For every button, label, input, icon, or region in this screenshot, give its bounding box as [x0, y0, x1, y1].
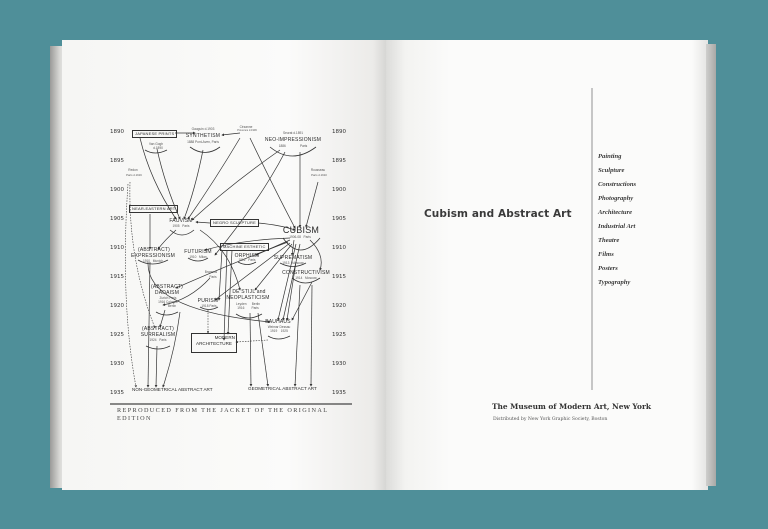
node-constructivism: CONSTRUCTIVISM — [282, 270, 330, 276]
node-de-stijl-sub: Leyden Berlin — [236, 302, 260, 306]
year-label: 1890 — [332, 129, 346, 135]
node-purism-sub: 1918 Paris — [201, 304, 217, 308]
year-label: 1925 — [332, 332, 346, 338]
node-orphism: ORPHISM — [234, 253, 260, 259]
page-stack-edge-right — [706, 44, 716, 486]
node-gauguin: Gauguin d.1903 — [191, 127, 215, 131]
year-label: 1915 — [332, 274, 346, 280]
node-rousseau-sub: Paris d.1910 — [311, 173, 327, 177]
left-page — [62, 40, 386, 490]
year-label: 1930 — [332, 361, 346, 367]
year-label: 1890 — [110, 129, 124, 135]
node-suprematism-sub: 1913 Moscow — [282, 261, 304, 265]
category-item: Industrial Art — [598, 223, 636, 230]
node-negro-sculpture: NEGRO SCULPTURE — [210, 219, 260, 227]
node-dadaism-sub: Zurich Paris — [159, 296, 177, 300]
year-label: 1935 — [110, 390, 124, 396]
category-item: Sculpture — [598, 167, 625, 174]
node-synthetism-sub: 1888 Pont-Aven, Paris — [187, 140, 219, 144]
year-label: 1905 — [332, 216, 346, 222]
node-abstract-expressionism-prefix: (ABSTRACT) — [138, 247, 170, 253]
node-cubism: CUBISM — [282, 225, 320, 235]
year-label: 1895 — [332, 158, 346, 164]
year-label: 1910 — [110, 245, 124, 251]
node-fauvism-sub: 1905 Paris — [172, 224, 190, 228]
node-cezanne: Cézanne — [239, 125, 253, 129]
node-cezanne-sub: Provence d.1906 — [237, 129, 257, 132]
node-de-stijl: DE STIJL and — [232, 289, 266, 295]
node-architecture-label: ARCHITECTURE — [196, 341, 232, 346]
node-near-eastern-art: NEAR-EASTERN ART — [129, 205, 179, 213]
year-label: 1900 — [332, 187, 346, 193]
node-modern-label: MODERN — [214, 335, 235, 340]
category-item: Painting — [598, 153, 622, 160]
node-expressionism-sub: 1910 Munich — [142, 259, 164, 263]
node-cubism-sub: 1906-08 Paris — [289, 235, 311, 239]
node-brancusi-sub: Paris — [209, 275, 217, 279]
node-modern-architecture: MODERN ARCHITECTURE — [191, 333, 237, 353]
year-label: 1920 — [332, 303, 346, 309]
category-item: Photography — [598, 195, 634, 202]
year-label: 1910 — [332, 245, 346, 251]
year-label: 1915 — [110, 274, 124, 280]
node-fauvism: FAUVISM — [169, 218, 193, 224]
node-surrealism-sub: 1924 Paris — [149, 338, 167, 342]
node-non-geometrical-abstract-art: NON-GEOMETRICAL ABSTRACT ART — [132, 387, 213, 392]
year-label: 1905 — [110, 216, 124, 222]
node-brancusi: Brancusi — [204, 270, 218, 274]
node-van-gogh: Van Gogh — [148, 142, 164, 146]
node-dadaism-sub: Berlin — [167, 304, 177, 308]
book-title: Cubism and Abstract Art — [424, 208, 572, 220]
node-redon-sub: Paris d.1916 — [126, 173, 142, 177]
node-orphism-sub: 1912 Paris — [238, 258, 256, 262]
node-dadaism: DADAISM — [154, 290, 180, 296]
node-synthetism: SYNTHETISM — [185, 133, 221, 139]
node-futurism-sub: 1910 Milan — [189, 255, 207, 259]
node-expressionism: EXPRESSIONISM — [131, 253, 175, 259]
node-seurat: Seurat d.1891 — [282, 131, 304, 135]
year-label: 1920 — [110, 303, 124, 309]
node-neo-impressionism: NEO-IMPRESSIONISM — [264, 137, 322, 143]
node-abstract-dadaism-prefix: (ABSTRACT) — [151, 284, 183, 290]
node-dadaism-sub: 1916 Cologne — [158, 300, 178, 304]
node-machine-esthetic: MACHINE ESTHETIC — [220, 243, 269, 251]
node-van-gogh-sub: d.1890 — [153, 146, 163, 150]
node-japanese-prints: JAPANESE PRINTS — [132, 130, 178, 138]
publisher: The Museum of Modern Art, New York — [492, 402, 651, 411]
category-item: Theatre — [598, 237, 620, 244]
category-item: Constructions — [598, 181, 637, 188]
category-item: Posters — [598, 265, 618, 272]
category-item: Architecture — [598, 209, 633, 216]
node-abstract-surrealism-prefix: (ABSTRACT) — [142, 326, 174, 332]
category-item: Films — [598, 251, 614, 258]
category-item: Typography — [598, 279, 631, 286]
node-suprematism: SUPREMATISM — [273, 255, 313, 261]
node-constructivism-sub: 1914 Moscow — [295, 276, 317, 280]
caption-line-1: REPRODUCED FROM THE JACKET OF THE ORIGIN… — [117, 407, 329, 414]
year-label: 1900 — [110, 187, 124, 193]
node-bauhaus-sub: 1919 1925 — [270, 329, 288, 333]
node-surrealism: SURREALISM — [140, 332, 176, 338]
node-neoplasticism: NEOPLASTICISM — [226, 295, 270, 301]
year-label: 1930 — [110, 361, 124, 367]
distributor: Distributed by New York Graphic Society,… — [493, 417, 608, 422]
year-label: 1935 — [332, 390, 346, 396]
node-bauhaus-sub: Weimar Dessau — [267, 325, 291, 329]
right-page — [386, 40, 708, 490]
node-bauhaus: BAUHAUS — [265, 319, 291, 325]
caption-line-2: EDITION — [117, 415, 152, 422]
node-geometrical-abstract-art: GEOMETRICAL ABSTRACT ART — [248, 386, 317, 391]
year-label: 1895 — [110, 158, 124, 164]
node-rousseau: Rousseau — [310, 168, 326, 172]
year-label: 1925 — [110, 332, 124, 338]
node-purism: PURISM — [197, 298, 219, 304]
node-neo-sub: 1886 Paris — [278, 144, 308, 148]
node-futurism: FUTURISM — [184, 249, 212, 255]
node-de-stijl-sub: 1916 Paris — [237, 306, 259, 310]
node-redon: Redon — [128, 168, 138, 172]
